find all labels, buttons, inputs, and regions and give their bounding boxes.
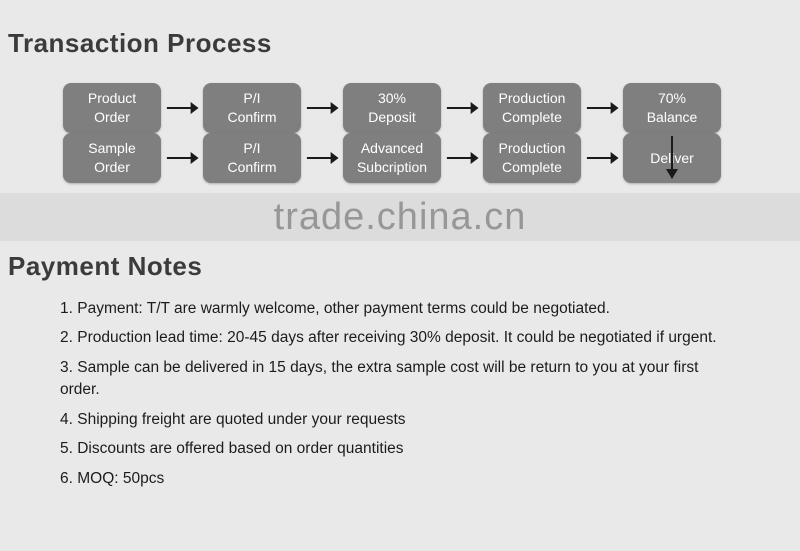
payment-notes-list: 1. Payment: T/T are warmly welcome, othe…	[60, 298, 725, 490]
arrow-right-icon	[306, 102, 339, 114]
flow-box-advanced-subscription: Advanced Subcription	[343, 133, 441, 183]
flow-box-balance: 70% Balance	[623, 83, 721, 133]
payment-note-item: 3. Sample can be delivered in 15 days, t…	[60, 358, 699, 399]
payment-note-item: 1. Payment: T/T are warmly welcome, othe…	[60, 300, 610, 317]
arrow-right-icon	[166, 102, 199, 114]
flow-box-product-order: Product Order	[63, 83, 161, 133]
flow-row-sample: Sample Order P/I Confirm Advanced Subcri…	[63, 133, 763, 183]
arrow-right-icon	[166, 152, 199, 164]
arrow-right-icon	[446, 102, 479, 114]
flow-box-production-complete-2: Production Complete	[483, 133, 581, 183]
page-title: Transaction Process	[8, 28, 272, 58]
flow-box-pi-confirm-2: P/I Confirm	[203, 133, 301, 183]
payment-note-item: 4. Shipping freight are quoted under you…	[60, 410, 406, 428]
payment-notes-heading: Payment Notes	[8, 251, 203, 281]
flow-box-deposit: 30% Deposit	[343, 83, 441, 133]
arrow-right-icon	[586, 152, 619, 164]
watermark-band: trade.china.cn	[0, 193, 800, 241]
flow-box-production-complete: Production Complete	[483, 83, 581, 133]
arrow-right-icon	[306, 152, 339, 164]
payment-note-item: 6. MOQ: 50pcs	[60, 469, 165, 487]
flow-box-sample-order: Sample Order	[63, 133, 161, 183]
flow-box-pi-confirm: P/I Confirm	[203, 83, 301, 133]
payment-note-item: 2. Production lead time: 20-45 days afte…	[60, 329, 717, 347]
watermark-text: trade.china.cn	[273, 195, 527, 238]
flow-row-order: Product Order P/I Confirm 30% Deposit Pr…	[63, 83, 763, 133]
payment-note-item: 5. Discounts are offered based on order …	[60, 440, 404, 458]
arrow-down-icon	[666, 136, 678, 179]
arrow-right-icon	[446, 152, 479, 164]
arrow-right-icon	[586, 102, 619, 114]
transaction-flowchart: Product Order P/I Confirm 30% Deposit Pr…	[63, 83, 763, 183]
